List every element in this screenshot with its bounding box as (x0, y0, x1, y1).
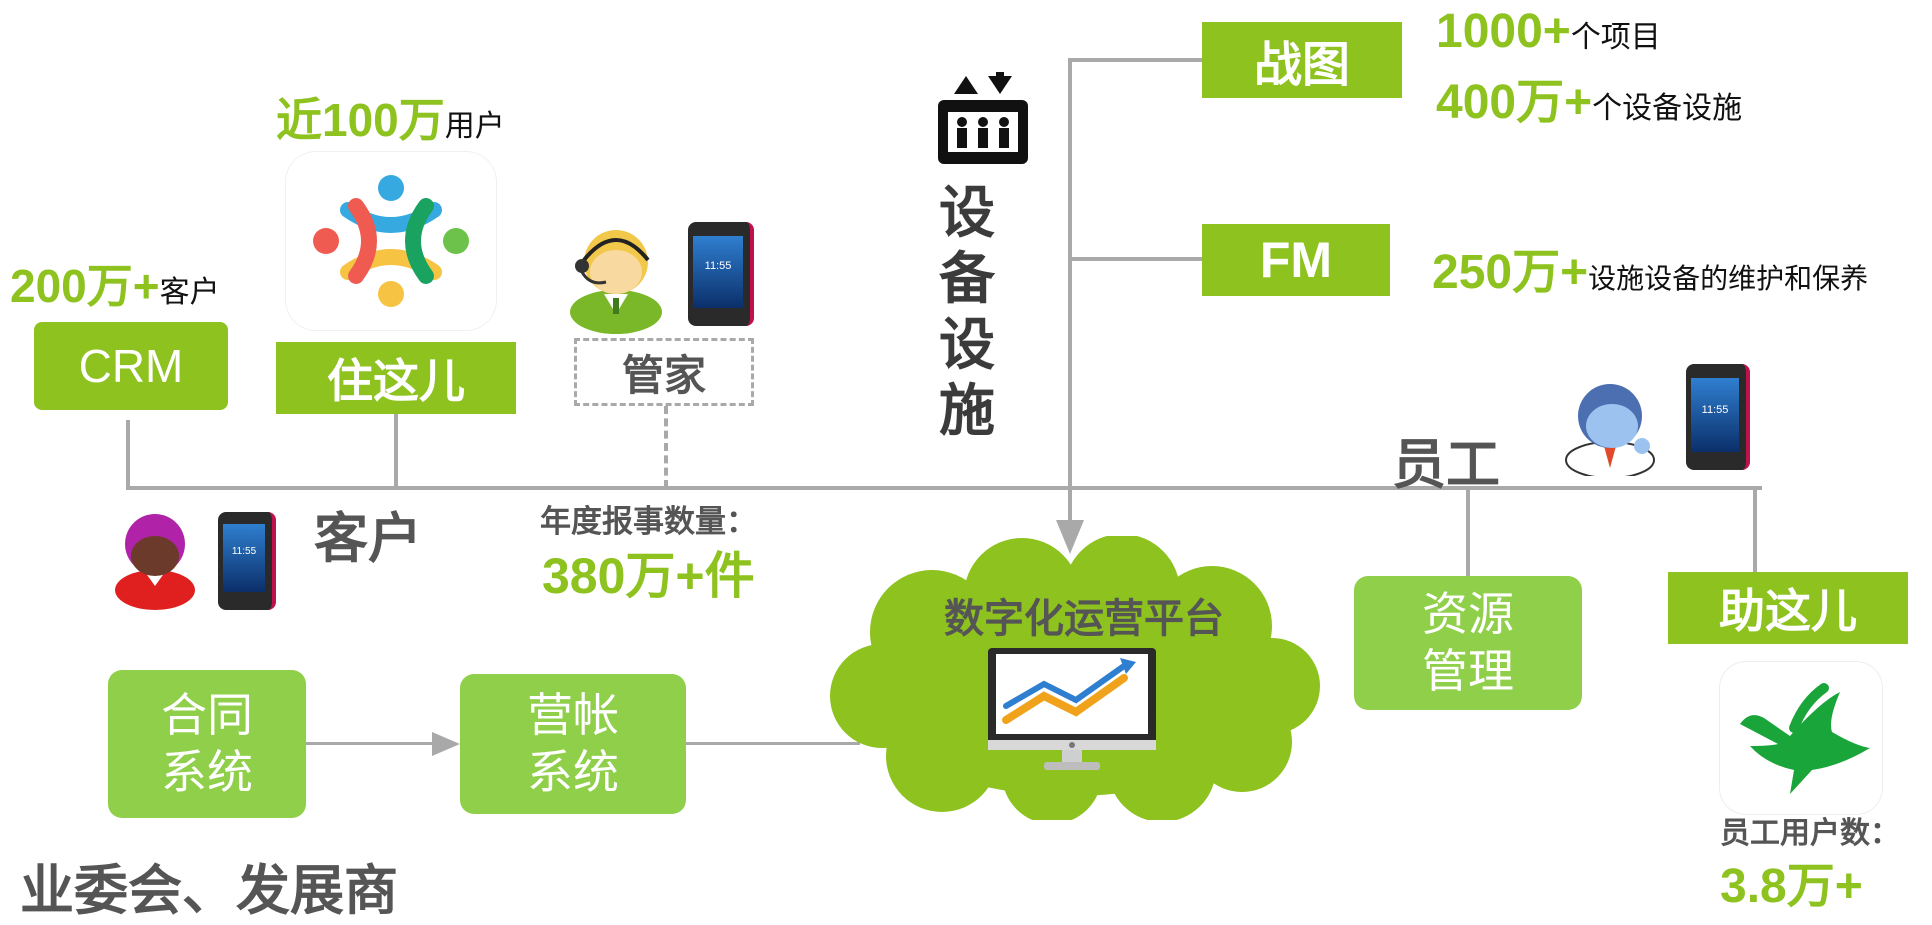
fm-stat-number: 250万+ (1432, 246, 1589, 299)
crm-stat: 200万+客户 (10, 250, 220, 316)
platform-title: 数字化运营平台 (944, 597, 1224, 641)
staff-users-value: 3.8万+ (1720, 860, 1863, 913)
monitor-chart-icon (988, 648, 1156, 770)
customer-section-label: 客户 (314, 509, 422, 569)
fm-stat-unit: 设施设备的维护和保养 (1588, 263, 1869, 294)
butler-label: 管家 (621, 351, 706, 399)
crm-label: CRM (78, 340, 184, 392)
facilities-vertical-char-3: 设 (939, 313, 995, 376)
phone-time: 11:55 (223, 524, 265, 592)
zhuzheer-app-icon[interactable] (286, 152, 496, 330)
phone-time: 11:55 (1691, 378, 1739, 452)
facilities-trunk (1068, 58, 1072, 528)
staff-users-label: 员工用户数： (1720, 817, 1900, 850)
facilities-vertical-char-2: 备 (939, 247, 995, 310)
resource-label-line-1: 资源 (1422, 587, 1514, 640)
smartphone-icon: 11:55 (218, 512, 276, 610)
owners-section-label: 业委会、发展商 (20, 861, 398, 921)
reports-label: 年度报事数量： (540, 504, 757, 539)
app-stat-unit: 用户 (444, 110, 505, 143)
zhuzheer-box[interactable]: 住这儿 (276, 342, 516, 414)
resource-connector (1466, 486, 1470, 576)
facilities-vertical-char-4: 施 (939, 379, 995, 442)
phone-time: 11:55 (693, 236, 743, 308)
map-stat-2: 400万+个设备设施 (1436, 62, 1742, 132)
app-stat: 近100万用户 (276, 84, 505, 150)
smartphone-icon: 11:55 (1686, 364, 1750, 470)
staff-section-label: 员工 (1392, 435, 1500, 495)
helper-label: 助这儿 (1719, 585, 1857, 637)
fm-branch (1068, 257, 1202, 261)
butler-connector-dashed (664, 406, 668, 488)
elevator-icon (938, 72, 1028, 164)
app-connector (394, 412, 398, 488)
down-arrow-icon (1056, 520, 1084, 554)
map-label: 战图 (1253, 39, 1350, 92)
billing-to-platform-line (686, 742, 860, 745)
crm-connector (126, 420, 130, 488)
butler-headset-avatar-icon (570, 230, 662, 334)
map-stat-2-number: 400万+ (1436, 76, 1593, 129)
crm-stat-unit: 客户 (159, 276, 220, 309)
map-box[interactable]: 战图 (1202, 22, 1402, 98)
bird-app-icon[interactable] (1720, 662, 1882, 814)
customer-avatar-icon (115, 514, 195, 610)
map-stat-1-number: 1000+ (1436, 5, 1571, 58)
butler-box-dashed[interactable]: 管家 (574, 338, 754, 406)
facilities-vertical-char-1: 设 (939, 181, 995, 244)
crm-stat-number: 200万+ (10, 260, 160, 312)
smartphone-icon: 11:55 (688, 222, 754, 326)
billing-label-line-1: 营帐 (527, 688, 619, 741)
contract-to-billing-line (306, 742, 436, 745)
fm-label: FM (1259, 232, 1333, 288)
map-stat-1-unit: 个项目 (1570, 21, 1661, 54)
map-stat-1: 1000+个项目 (1436, 4, 1661, 59)
arrow-right-icon (432, 732, 460, 756)
contract-label-line-1: 合同 (161, 688, 253, 741)
fm-box[interactable]: FM (1202, 224, 1390, 296)
zhuzheer-helper-box[interactable]: 助这儿 (1668, 572, 1908, 644)
reports-value: 380万+件 (542, 548, 755, 604)
map-stat-2-unit: 个设备设施 (1592, 92, 1743, 125)
map-branch (1068, 58, 1202, 62)
app-stat-number: 近100万 (276, 94, 445, 146)
helper-connector (1753, 486, 1757, 572)
zhuzheer-label: 住这儿 (327, 355, 465, 407)
billing-label-line-2: 系统 (527, 746, 619, 798)
contract-label-line-2: 系统 (161, 746, 253, 798)
main-horizontal-connector (126, 486, 1762, 490)
fm-stat: 250万+设施设备的维护和保养 (1432, 232, 1868, 302)
crm-box[interactable]: CRM (34, 322, 228, 410)
billing-system-box[interactable]: 营帐 系统 (460, 674, 686, 814)
resource-label-line-2: 管理 (1422, 645, 1514, 697)
staff-avatar-icon (1565, 384, 1655, 476)
resource-management-box[interactable]: 资源 管理 (1354, 576, 1582, 710)
contract-system-box[interactable]: 合同 系统 (108, 670, 306, 818)
